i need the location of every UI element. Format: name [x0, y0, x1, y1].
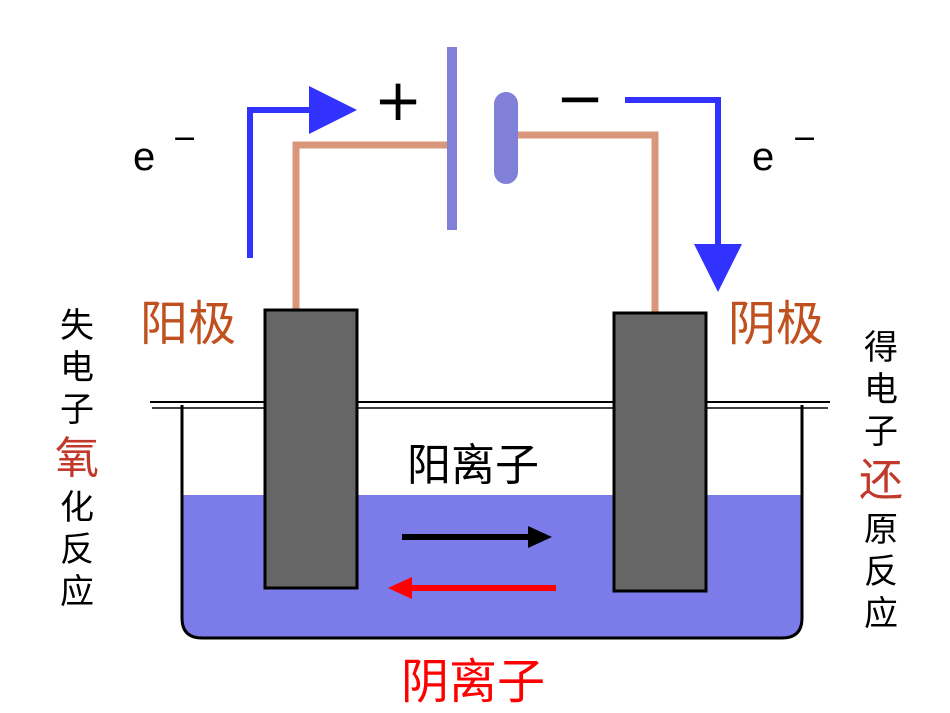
right-char-2: 电 — [864, 370, 898, 410]
battery-positive-plate — [447, 47, 457, 230]
cation-arrow — [402, 526, 552, 548]
cathode-label: 阴极 — [728, 296, 824, 352]
left-char-3: 子 — [60, 390, 94, 430]
battery-positive-sign: + — [374, 66, 423, 134]
right-char-6: 应 — [864, 594, 898, 634]
electron-flow-arrow-left — [247, 86, 357, 258]
battery-negative-sign: − — [556, 64, 605, 132]
electron-label-left: e — [133, 135, 155, 179]
anion-label: 阴离子 — [401, 654, 545, 710]
left-side-description: 失 电 子 氧 化 反 应 — [52, 305, 102, 613]
battery-negative-plate — [494, 92, 518, 184]
right-char-1: 得 — [864, 328, 898, 368]
electrolytic-tank — [180, 405, 804, 640]
right-char-5: 反 — [864, 552, 898, 592]
anode-wire — [292, 141, 448, 315]
left-char-6: 应 — [60, 572, 94, 612]
electron-charge-left: − — [172, 121, 197, 156]
left-highlight-char: 氧 — [55, 433, 99, 484]
anode-label: 阳极 — [140, 296, 236, 352]
electron-label-right: e — [752, 135, 774, 179]
electron-charge-right: − — [792, 121, 817, 156]
right-char-3: 子 — [864, 412, 898, 452]
left-char-1: 失 — [60, 306, 94, 346]
cathode-electrode — [612, 311, 708, 593]
electron-flow-arrow-right — [625, 97, 742, 292]
anode-electrode — [263, 308, 359, 590]
cation-label: 阳离子 — [407, 440, 539, 491]
cathode-wire — [510, 131, 659, 318]
left-char-5: 反 — [60, 530, 94, 570]
anion-arrow — [388, 577, 556, 599]
right-highlight-char: 还 — [859, 455, 903, 506]
left-char-2: 电 — [60, 348, 94, 388]
left-char-4: 化 — [60, 488, 94, 528]
right-side-description: 得 电 子 还 原 反 应 — [856, 327, 906, 635]
right-char-4: 原 — [864, 510, 898, 550]
